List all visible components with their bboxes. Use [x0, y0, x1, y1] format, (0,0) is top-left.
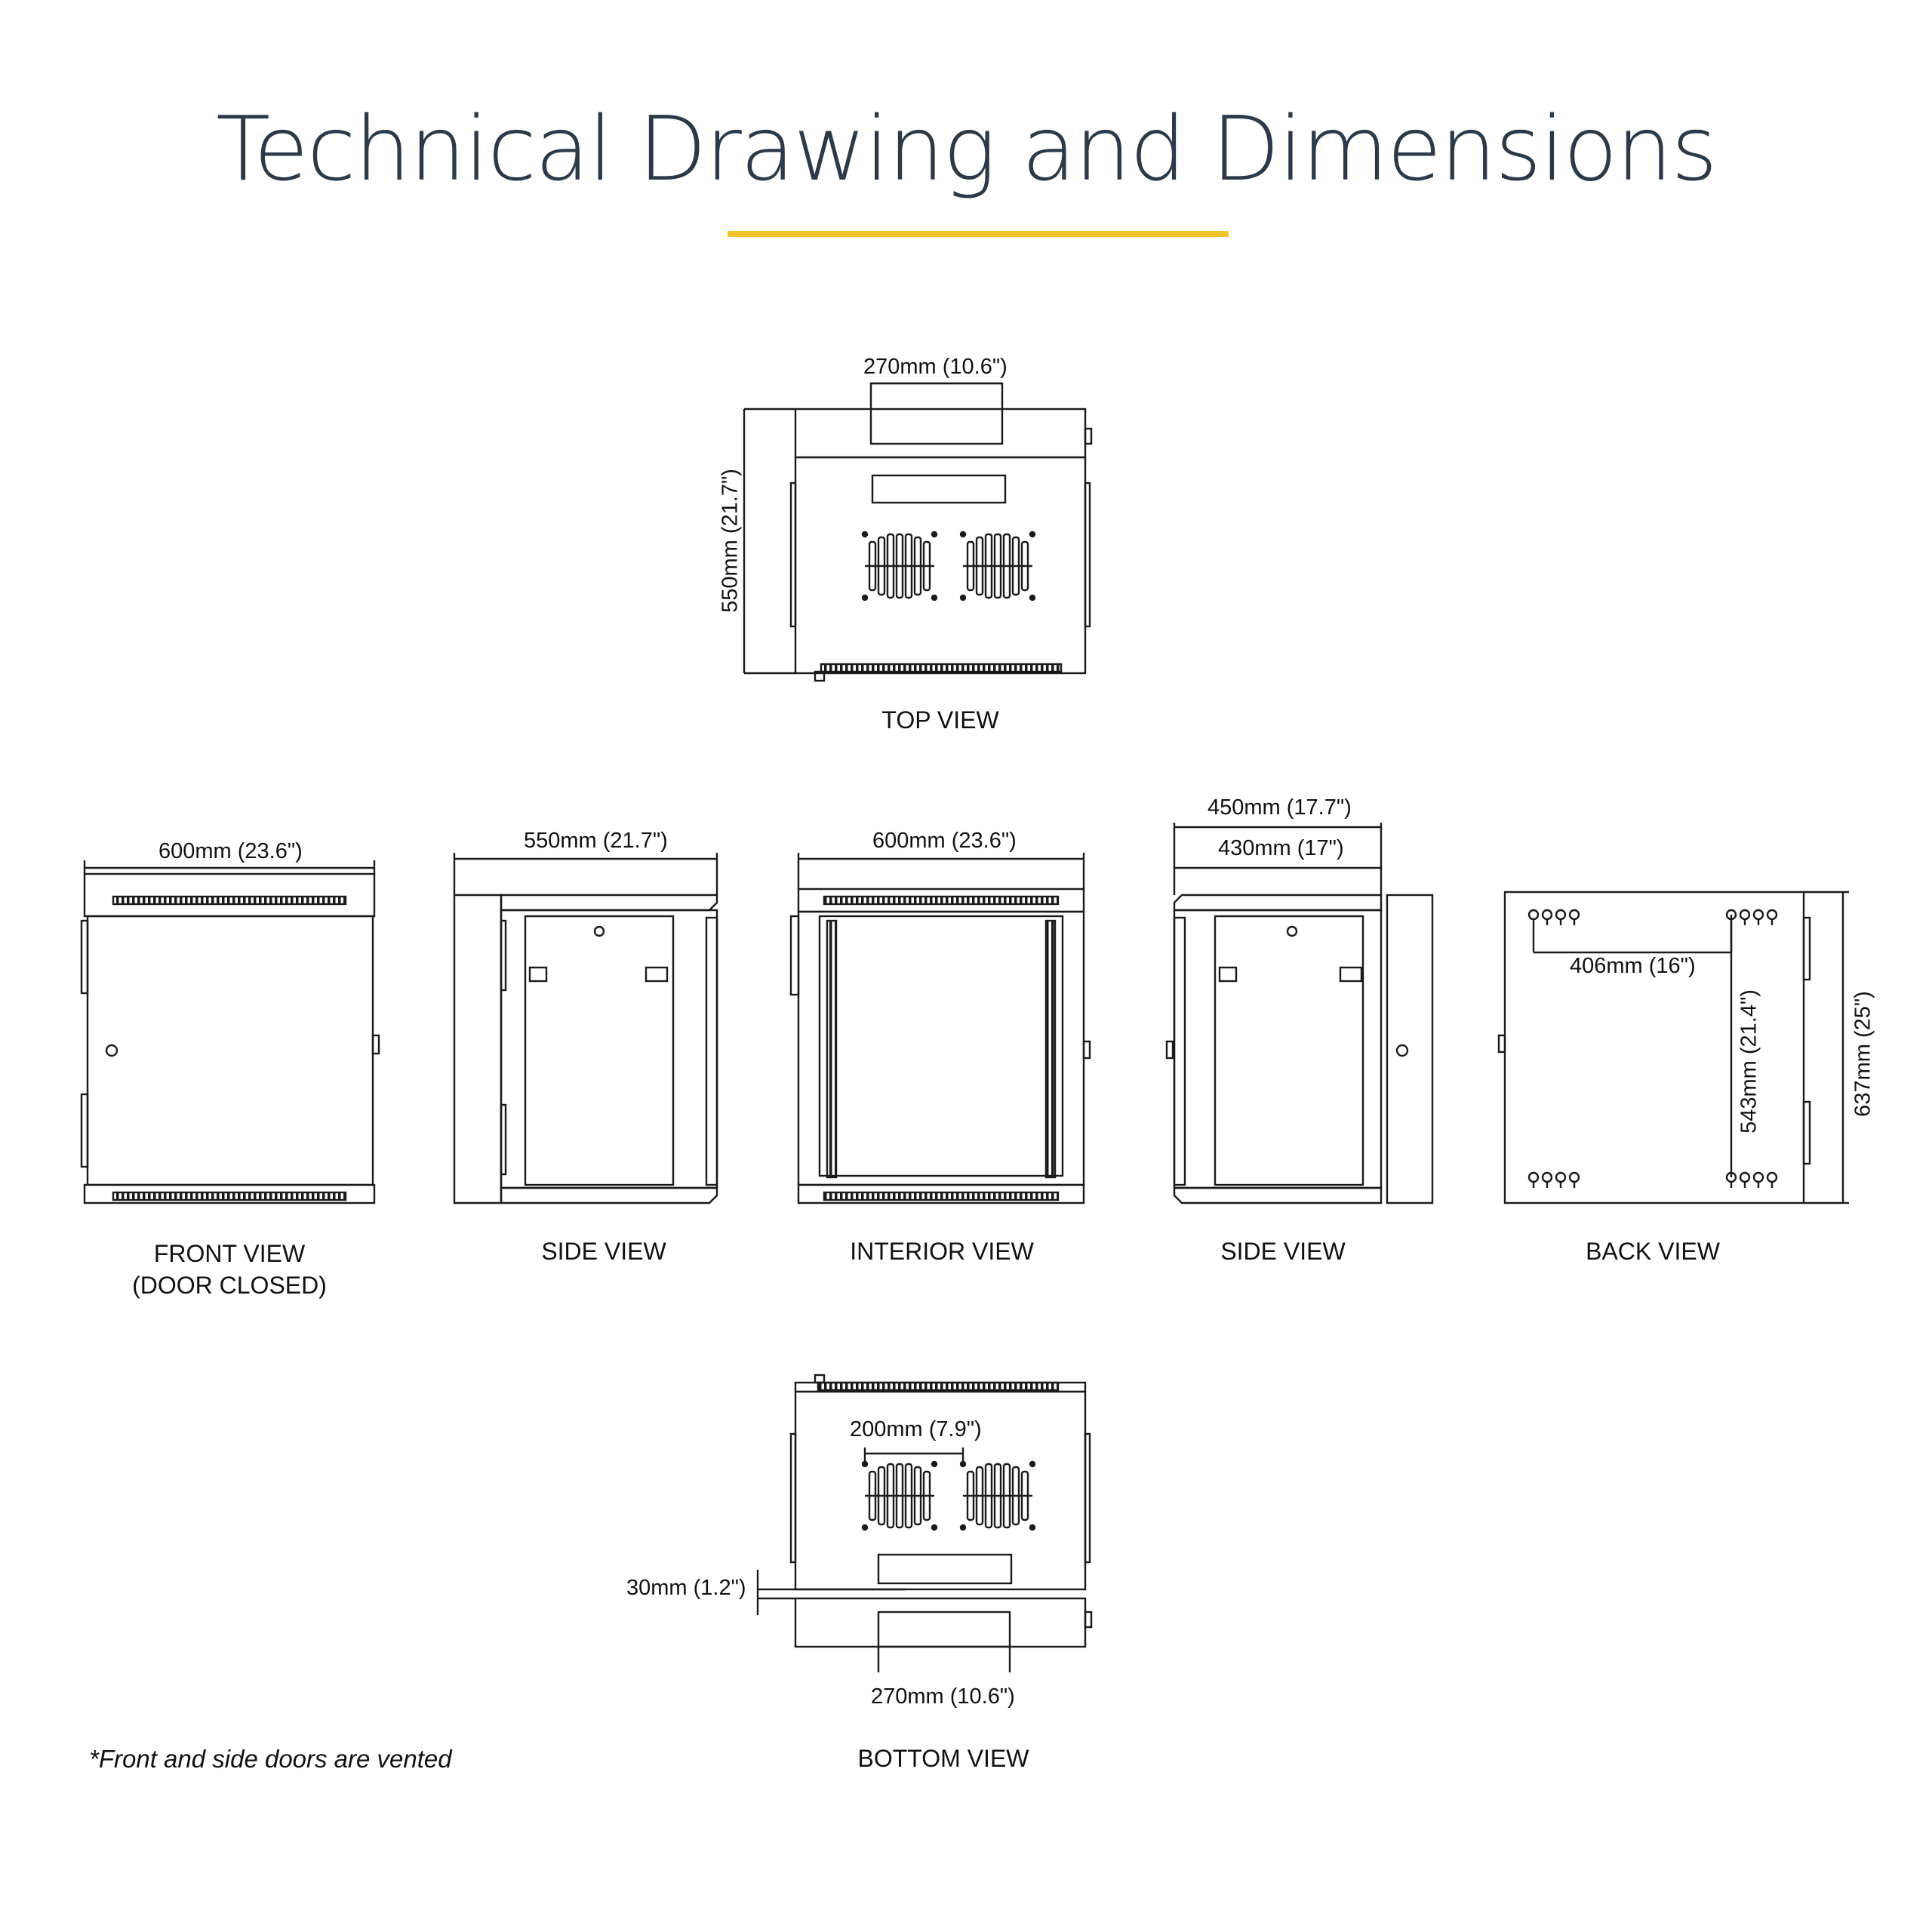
dim-side-outer-depth: 450mm (17.7")	[1208, 795, 1352, 820]
label-bottom-view: BOTTOM VIEW	[857, 1745, 1029, 1772]
back-view-drawing	[1497, 891, 1849, 1204]
interior-view-drawing	[789, 853, 1091, 1204]
label-front-view-line2: (DOOR CLOSED)	[132, 1272, 327, 1299]
label-side-view-right: SIDE VIEW	[1220, 1238, 1346, 1265]
dim-back-height: 637mm (25")	[1850, 991, 1875, 1117]
front-view-drawing	[80, 860, 380, 1204]
label-side-view-left: SIDE VIEW	[541, 1238, 666, 1265]
dim-back-hole-spacing: 406mm (16")	[1570, 954, 1696, 978]
side-view-right-drawing	[1165, 823, 1434, 1204]
page-title: Technical Drawing and Dimensions	[216, 97, 1718, 201]
label-front-view: FRONT VIEW (DOOR CLOSED)	[124, 1238, 335, 1301]
dim-bottom-fan-spacing: 200mm (7.9")	[850, 1417, 982, 1441]
dim-top-width: 270mm (10.6")	[863, 355, 1008, 379]
dim-bottom-offset: 30mm (1.2")	[626, 1576, 746, 1600]
dim-top-depth: 550mm (21.7")	[718, 469, 743, 613]
label-front-view-line1: FRONT VIEW	[153, 1240, 306, 1267]
dim-side-depth: 550mm (21.7")	[524, 829, 668, 853]
dim-interior-width: 600mm (23.6")	[872, 829, 1017, 853]
dim-bottom-width: 270mm (10.6")	[871, 1684, 1015, 1709]
dim-side-inner-depth: 430mm (17")	[1218, 836, 1344, 860]
top-view-drawing	[743, 382, 1093, 682]
label-back-view: BACK VIEW	[1586, 1238, 1720, 1265]
dim-front-width: 600mm (23.6")	[158, 839, 303, 863]
footnote: *Front and side doors are vented	[89, 1745, 452, 1773]
dim-back-hole-height: 543mm (21.4")	[1737, 989, 1761, 1134]
label-top-view: TOP VIEW	[881, 706, 999, 734]
bottom-view-drawing	[756, 1374, 1093, 1672]
label-interior-view: INTERIOR VIEW	[850, 1238, 1034, 1265]
side-view-left-drawing	[453, 853, 718, 1204]
title-underline	[728, 231, 1229, 237]
